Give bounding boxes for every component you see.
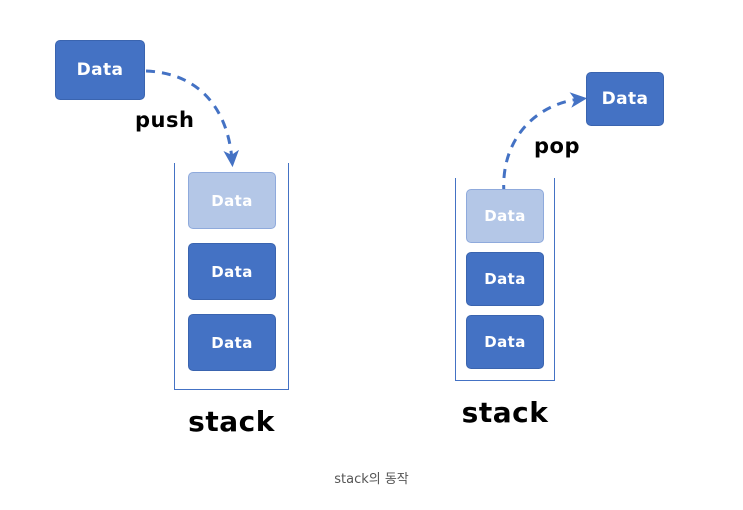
stack-item-label: Data bbox=[211, 262, 253, 281]
push-stack-container bbox=[174, 163, 289, 390]
diagram-caption: stack의 동작 bbox=[334, 472, 409, 487]
push-incoming-data-box: Data bbox=[55, 40, 145, 100]
data-box-label: Data bbox=[76, 60, 124, 80]
stack-item-label: Data bbox=[484, 207, 526, 225]
stack-item-label: Data bbox=[211, 191, 253, 210]
pop-stack-item-bottom: Data bbox=[466, 315, 544, 369]
stack-item-label: Data bbox=[211, 333, 253, 352]
pop-operation-label: pop bbox=[534, 134, 580, 158]
pop-stack-item-top: Data bbox=[466, 189, 544, 243]
pop-stack-container bbox=[455, 178, 555, 381]
pop-stack-item-middle: Data bbox=[466, 252, 544, 306]
stack-item-label: Data bbox=[484, 333, 526, 351]
pop-outgoing-data-box: Data bbox=[586, 72, 664, 126]
stack-item-label: Data bbox=[484, 270, 526, 288]
data-box-label: Data bbox=[601, 89, 649, 109]
push-stack-item-top: Data bbox=[188, 172, 276, 229]
pop-stack-label: stack bbox=[461, 396, 549, 429]
push-stack-label: stack bbox=[188, 405, 275, 438]
push-stack-item-bottom: Data bbox=[188, 314, 276, 371]
push-operation-label: push bbox=[135, 108, 195, 132]
push-stack-item-middle: Data bbox=[188, 243, 276, 300]
